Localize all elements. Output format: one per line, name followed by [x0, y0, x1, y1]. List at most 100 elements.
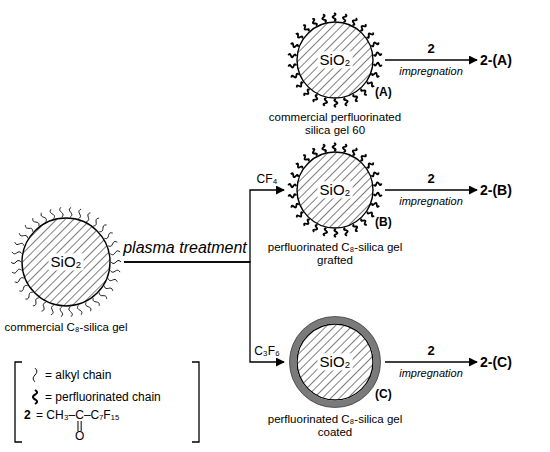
formula-text: = CH₃–C–C₇F₁₅	[36, 408, 120, 422]
perfluorinated-chain	[371, 42, 378, 46]
perfluorinated-chain	[353, 224, 358, 231]
plasma-gas-label: CF₄	[255, 172, 280, 186]
alkyl-chain	[33, 298, 39, 306]
legend: = alkyl chain = perfluorinated chain	[28, 364, 161, 408]
perfluorinated-chain	[360, 154, 366, 160]
silica-particle: SiO₂commercial C₈-silica gel	[10, 206, 122, 318]
legend-bracket	[15, 362, 22, 442]
perfluorinated-chain	[312, 149, 317, 156]
perfluorinated-chain	[352, 148, 356, 155]
alkyl-chain	[110, 251, 120, 255]
alkyl-chain	[25, 225, 32, 232]
alkyl-chain	[12, 269, 22, 273]
reaction-arrow	[124, 262, 284, 362]
product-name: 2-(C)	[480, 354, 512, 370]
coating-edge	[290, 317, 381, 408]
particle-tag: (A)	[375, 86, 392, 100]
silica-particle: SiO₂(C)perfluorinated C₈-silica gel coat…	[287, 314, 383, 410]
particle-caption: perfluorinated C₈-silica gel grafted	[260, 241, 410, 267]
alkyl-chain	[12, 252, 22, 254]
alkyl-chain	[41, 213, 46, 222]
legend-text: = alkyl chain	[45, 368, 111, 382]
perfluorinated-chain	[323, 228, 327, 236]
alkyl-chain	[86, 213, 90, 222]
core-label: SiO₂	[318, 181, 353, 198]
fluoropolymer-coating	[293, 320, 377, 404]
alkyl-chain	[93, 218, 99, 226]
alkyl-chain	[15, 242, 24, 246]
silica-core	[297, 152, 373, 228]
alkyl-chain	[108, 242, 117, 247]
perfluorinated-chain	[361, 89, 367, 95]
core-label: SiO₂	[318, 353, 353, 370]
reagent-label: 2	[425, 171, 436, 186]
perfluorinated-chain	[288, 64, 296, 67]
perfluorinated-chain	[334, 229, 337, 237]
alkyl-chain	[110, 270, 120, 272]
silica-core	[297, 22, 373, 98]
alkyl-chain	[11, 261, 21, 264]
reaction-arrow	[385, 59, 477, 60]
perfluorinated-chain	[303, 155, 309, 161]
perfluorinated-chain	[353, 94, 358, 101]
perfluorinated-chain	[296, 163, 303, 168]
alkyl-chain	[104, 233, 113, 239]
alkyl-chain	[33, 218, 39, 226]
core-label: SiO₂	[318, 51, 353, 68]
perfluorinated-chain	[291, 204, 298, 208]
particle-caption: commercial C₈-silica gel	[5, 321, 128, 334]
perfluorinated-chain	[344, 228, 348, 236]
perfluorinated-chain	[297, 82, 304, 87]
alkyl-chain	[19, 233, 28, 238]
alkyl-chain	[60, 307, 63, 317]
alkyl-chain	[50, 209, 54, 219]
particle-caption: commercial perfluorinated silica gel 60	[260, 111, 410, 137]
perfluorinated-chain	[344, 98, 348, 106]
plasma-gas-label: C₃F₆	[252, 344, 282, 358]
particle-tag: (C)	[375, 388, 392, 402]
alkyl-chain	[111, 261, 121, 264]
perfluorinated-chain	[304, 220, 310, 226]
perfluorinated-chain	[291, 173, 299, 177]
silica-core	[297, 324, 373, 400]
perfluorinated-chain	[367, 81, 374, 86]
reagent-label: 2	[425, 41, 436, 56]
reaction-arrow	[385, 361, 477, 362]
perfluorinated-chain	[333, 13, 336, 21]
perfluorinated-chain	[367, 211, 374, 216]
perfluorinated-chain	[372, 203, 380, 207]
perfluorinated-chain	[288, 184, 296, 187]
perfluorinated-chain	[313, 225, 317, 232]
perfluorinated-chain	[323, 98, 327, 106]
perfluorinated-chain	[291, 74, 298, 78]
perfluorinated-chain	[352, 18, 356, 25]
perfluorinated-chain	[296, 33, 303, 38]
alkyl-chain	[78, 209, 81, 219]
product-name: 2-(A)	[480, 52, 512, 68]
legend-entry: = perfluorinated chain	[28, 386, 161, 408]
reaction-arrow	[385, 189, 477, 190]
alkyl-chain	[51, 305, 54, 315]
step-label: impregnation	[399, 367, 463, 379]
alkyl-chain	[99, 225, 106, 232]
alkyl-chain	[99, 292, 106, 299]
formula-text: O	[75, 429, 84, 443]
product-label: 2-(C)	[480, 353, 512, 371]
alkyl-chain	[108, 278, 117, 282]
reagent-label: 2	[425, 343, 436, 358]
perfluorinated-chain	[374, 63, 382, 66]
particle-caption: perfluorinated C₈-silica gel coated	[260, 413, 410, 439]
particle-tag: (B)	[375, 216, 392, 230]
perfluorinated-chain	[372, 73, 380, 77]
alkyl-chain	[104, 286, 113, 291]
reaction-arrow	[124, 190, 284, 262]
product-label: 2-(A)	[480, 51, 512, 69]
perfluorinated-chain	[333, 143, 336, 151]
legend-text: = perfluorinated chain	[45, 390, 161, 404]
product-label: 2-(B)	[480, 181, 512, 199]
silica-particle: SiO₂(B)perfluorinated C₈-silica gel graf…	[287, 142, 383, 238]
perfluorinated-chain	[367, 163, 374, 168]
